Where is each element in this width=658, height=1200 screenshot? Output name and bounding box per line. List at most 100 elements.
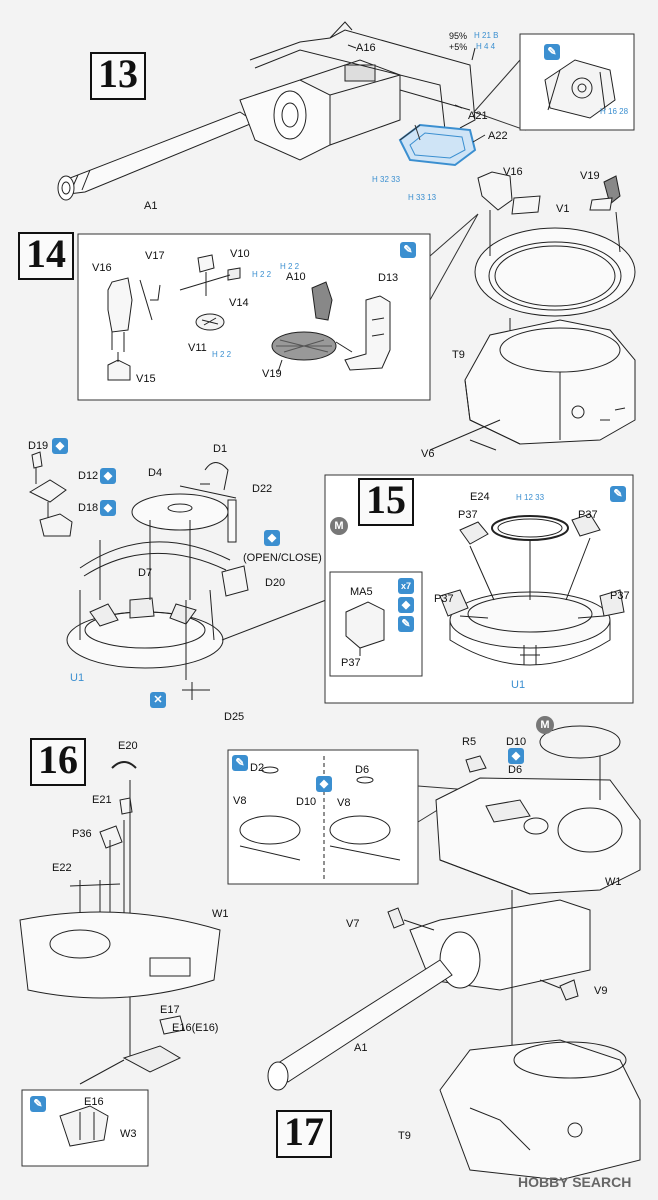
open-close-note: (OPEN/CLOSE) (243, 552, 322, 564)
part-label-e22: E22 (52, 862, 72, 874)
glue-icon: ◆ (52, 438, 68, 454)
glue-icon: ◆ (100, 468, 116, 484)
paint-brush-icon: ✎ (398, 616, 414, 632)
color-ref-h2-b: H 2 2 (280, 262, 300, 271)
part-label-d2: D2 (250, 762, 265, 774)
paint-brush-icon: ✎ (610, 486, 626, 502)
part-label-e24: E24 (470, 491, 490, 503)
part-label-e17: E17 (160, 1004, 180, 1016)
step16-turret-roof (19, 761, 221, 1167)
m-mark-icon: M (536, 716, 554, 734)
part-label-d1: D1 (213, 443, 228, 455)
part-label-d7: D7 (138, 567, 153, 579)
part-label-r5: R5 (462, 736, 477, 748)
part-label-v15: V15 (136, 373, 156, 385)
glue-icon: ◆ (264, 530, 280, 546)
paint-brush-icon: ✎ (544, 44, 560, 60)
part-label-u1-b: U1 (511, 679, 526, 691)
part-label-d18: D18 (78, 502, 99, 514)
paint-brush-icon: ✎ (30, 1096, 46, 1112)
part-label-p37-2: P37 (578, 509, 598, 521)
glue-icon: ◆ (508, 748, 524, 764)
cupola-assembly (28, 451, 327, 700)
part-label-u1: U1 (70, 672, 85, 684)
turret-hull-assembly (429, 171, 636, 451)
part-label-d25: D25 (224, 711, 245, 723)
part-label-v16: V16 (92, 262, 112, 274)
part-label-d6: D6 (508, 764, 523, 776)
part-label-e21: E21 (92, 794, 112, 806)
part-label-a1-b: A1 (354, 1042, 368, 1054)
part-label-v7: V7 (346, 918, 360, 930)
part-label-v1: V1 (556, 203, 570, 215)
part-label-d10: D10 (506, 736, 527, 748)
part-label-v11: V11 (188, 342, 207, 354)
part-label-t9: T9 (452, 349, 465, 361)
color-ref-h16: H 16 28 (600, 107, 629, 116)
part-label-d10-b: D10 (296, 796, 317, 808)
part-label-a22: A22 (488, 130, 508, 142)
part-label-v6: V6 (421, 448, 435, 460)
color-ref-h12: H 12 33 (516, 493, 545, 502)
part-label-p37-4: P37 (610, 590, 630, 602)
glue-icon: ◆ (316, 776, 332, 792)
part-label-v9: V9 (594, 985, 608, 997)
part-label-p36: P36 (72, 828, 92, 840)
quantity-icon: x7 (398, 578, 414, 594)
part-label-a10: A10 (286, 271, 306, 283)
color-ref-h33: H 33 13 (408, 193, 437, 202)
part-label-w1: W1 (212, 908, 229, 920)
part-label-v8-b: V8 (337, 797, 351, 809)
part-label-v10: V10 (230, 248, 250, 260)
step17-final-assembly (227, 725, 641, 1181)
watermark: HOBBY SEARCH (518, 1174, 632, 1190)
part-label-d20: D20 (265, 577, 286, 589)
part-label-v16-b: V16 (503, 166, 523, 178)
color-ref-h2-a: H 2 2 (252, 270, 272, 279)
color-ref-h32: H 32 33 (372, 175, 401, 184)
part-label-w3: W3 (120, 1128, 137, 1140)
glue-icon: ◆ (100, 500, 116, 516)
part-label-v17: V17 (145, 250, 165, 262)
part-label-a16: A16 (356, 42, 376, 54)
glue-icon: ◆ (398, 597, 414, 613)
step-number-15: 15 (358, 478, 414, 526)
part-label-d12: D12 (78, 470, 99, 482)
part-label-e16: E16(E16) (172, 1022, 219, 1034)
color-ref-h4: H 4 4 (476, 42, 496, 51)
part-label-d13: D13 (378, 272, 399, 284)
part-label-v14: V14 (229, 297, 249, 309)
part-label-ma5: MA5 (350, 586, 373, 598)
part-label-w1-b: W1 (605, 876, 622, 888)
color-ref-h21: H 21 B (474, 31, 499, 40)
color-ref-h2-c: H 2 2 (212, 350, 232, 359)
part-label-d6-b: D6 (355, 764, 370, 776)
m-mark-icon: M (330, 517, 348, 535)
part-label-t9-b: T9 (398, 1130, 411, 1142)
part-label-e16-b: E16 (84, 1096, 104, 1108)
part-label-d19: D19 (28, 440, 49, 452)
step-number-13: 13 (90, 52, 146, 100)
paint-brush-icon: ✎ (400, 242, 416, 258)
step13-gun-assembly (57, 21, 635, 201)
part-label-p37-3: P37 (434, 593, 454, 605)
no-glue-icon: ✕ (150, 692, 166, 708)
step-number-16: 16 (30, 738, 86, 786)
part-label-d22: D22 (252, 483, 273, 495)
part-label-d4: D4 (148, 467, 163, 479)
part-label-a21: A21 (468, 110, 488, 122)
step-number-14: 14 (18, 232, 74, 280)
paint-ratio-5: +5% (449, 42, 468, 52)
part-label-v8: V8 (233, 795, 247, 807)
paint-brush-icon: ✎ (232, 755, 248, 771)
part-label-v19: V19 (262, 368, 282, 380)
part-label-a1: A1 (144, 200, 158, 212)
step-number-17: 17 (276, 1110, 332, 1158)
paint-ratio-95: 95% (449, 31, 468, 41)
part-label-p37-1: P37 (458, 509, 478, 521)
part-label-e20: E20 (118, 740, 138, 752)
part-label-v19-b: V19 (580, 170, 600, 182)
part-label-p37-5: P37 (341, 657, 361, 669)
